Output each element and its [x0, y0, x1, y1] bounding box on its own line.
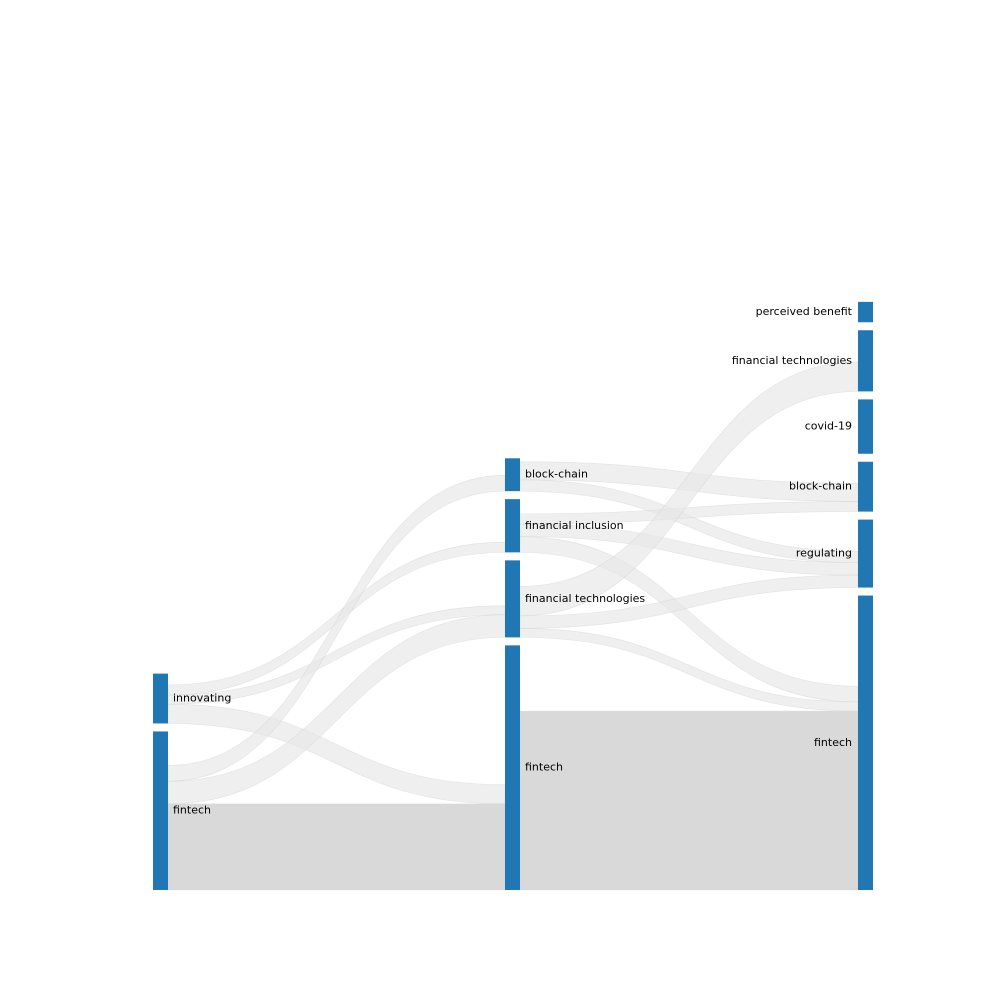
node-c2_financial_technologies [858, 330, 873, 392]
node-c1_block_chain [505, 458, 520, 492]
label-c0_fintech: fintech [173, 804, 211, 817]
label-c2_perceived_benefit: perceived benefit [756, 305, 853, 318]
node-c0_fintech [153, 731, 168, 890]
node-c2_block_chain [858, 461, 873, 512]
node-c1_financial_inclusion [505, 499, 520, 553]
label-c2_covid_19: covid-19 [805, 420, 852, 433]
link-c1_financial_inclusion-to-c2_block_chain [519, 501, 859, 525]
link-c1_fintech-to-c2_fintech [519, 710, 859, 891]
label-c2_block_chain: block-chain [789, 480, 852, 493]
label-c1_financial_technologies: financial technologies [525, 592, 645, 605]
label-c2_regulating: regulating [796, 547, 852, 560]
labels-layer: innovating fintech block-chain financial in… [173, 305, 853, 817]
node-c0_innovating [153, 673, 168, 724]
nodes-layer [153, 301, 873, 890]
node-c1_financial_technologies [505, 560, 520, 638]
label-c2_financial_technologies: financial technologies [732, 354, 852, 367]
label-c1_fintech: fintech [525, 761, 563, 774]
link-c1_financial_technologies-to-c2_fintech [519, 628, 859, 712]
label-c0_innovating: innovating [173, 692, 231, 705]
label-c2_fintech: fintech [814, 736, 852, 749]
link-c0_innovating-to-c1_financial_inclusion [167, 541, 506, 696]
node-c2_covid_19 [858, 399, 873, 454]
link-c0_fintech-to-c1_fintech [167, 803, 506, 891]
label-c1_financial_inclusion: financial inclusion [525, 519, 624, 532]
node-c2_fintech [858, 595, 873, 890]
node-c1_fintech [505, 645, 520, 890]
label-c1_block_chain: block-chain [525, 468, 588, 481]
node-c2_regulating [858, 519, 873, 588]
node-c2_perceived_benefit [858, 301, 873, 323]
